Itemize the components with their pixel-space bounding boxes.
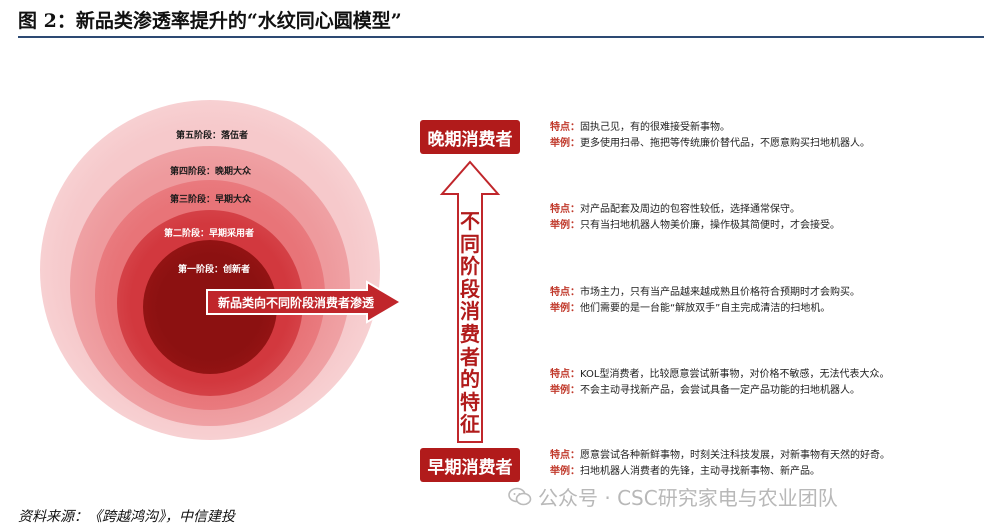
feature-block-early-adopters: 特点：KOL型消费者，比较愿意尝试新事物，对价格不敏感，无法代表大众。 举例：不… bbox=[550, 367, 990, 399]
trait-row: 特点：固执己见，有的很难接受新事物。 bbox=[550, 122, 730, 133]
penetration-arrow-label: 新品类向不同阶段消费者渗透 bbox=[218, 296, 375, 310]
penetration-arrow bbox=[206, 280, 403, 324]
feature-block-late-majority: 特点：对产品配套及周边的包容性较低，选择通常保守。 举例：只有当扫地机器人物美价… bbox=[550, 202, 990, 234]
stage-3-label: 第三阶段：早期大众 bbox=[170, 195, 252, 205]
figure-source: 资料来源：《跨越鸿沟》，中信建投 bbox=[18, 509, 235, 525]
stage-1-label: 第一阶段：创新者 bbox=[178, 265, 251, 275]
wechat-icon bbox=[508, 487, 532, 505]
feature-block-innovators: 特点：愿意尝试各种新鲜事物，时刻关注科技发展，对新事物有天然的好奇。 举例：扫地… bbox=[550, 448, 990, 480]
example-row: 举例：他们需要的是一台能“解放双手”自主完成清洁的扫地机。 bbox=[550, 303, 831, 314]
trait-row: 特点：对产品配套及周边的包容性较低，选择通常保守。 bbox=[550, 204, 800, 215]
trait-row: 特点：市场主力，只有当产品越来越成熟且价格符合预期时才会购买。 bbox=[550, 287, 860, 298]
stage-5-label: 第五阶段：落伍者 bbox=[176, 131, 249, 141]
watermark: 公众号 · CSC研究家电与农业团队 bbox=[508, 482, 838, 511]
trait-row: 特点：KOL型消费者，比较愿意尝试新事物，对价格不敏感，无法代表大众。 bbox=[550, 369, 890, 380]
example-row: 举例：不会主动寻找新产品，会尝试具备一定产品功能的扫地机器人。 bbox=[550, 385, 860, 396]
watermark-text: 公众号 · CSC研究家电与农业团队 bbox=[538, 486, 838, 510]
stage-2-label: 第二阶段：早期采用者 bbox=[164, 229, 255, 239]
early-consumers-label: 早期消费者 bbox=[420, 448, 520, 482]
figure-title: 图 2：新品类渗透率提升的“水纹同心圆模型” bbox=[18, 10, 402, 32]
example-row: 举例：只有当扫地机器人物美价廉，操作极其简便时，才会接受。 bbox=[550, 220, 840, 231]
vertical-double-arrow bbox=[439, 160, 501, 443]
trait-row: 特点：愿意尝试各种新鲜事物，时刻关注科技发展，对新事物有天然的好奇。 bbox=[550, 450, 890, 461]
feature-block-late-majority-laggards: 特点：固执己见，有的很难接受新事物。 举例：更多使用扫帚、拖把等传统廉价替代品，… bbox=[550, 120, 990, 152]
late-consumers-label: 晚期消费者 bbox=[420, 120, 520, 154]
example-row: 举例：扫地机器人消费者的先锋，主动寻找新事物、新产品。 bbox=[550, 466, 820, 477]
stage-4-label: 第四阶段：晚期大众 bbox=[170, 167, 252, 177]
feature-block-early-majority: 特点：市场主力，只有当产品越来越成熟且价格符合预期时才会购买。 举例：他们需要的… bbox=[550, 285, 990, 317]
title-divider bbox=[18, 36, 984, 38]
example-row: 举例：更多使用扫帚、拖把等传统廉价替代品，不愿意购买扫地机器人。 bbox=[550, 138, 870, 149]
consumer-characteristics-caption: 不 同 阶 段 消 费 者 的 特 征 bbox=[460, 209, 480, 437]
